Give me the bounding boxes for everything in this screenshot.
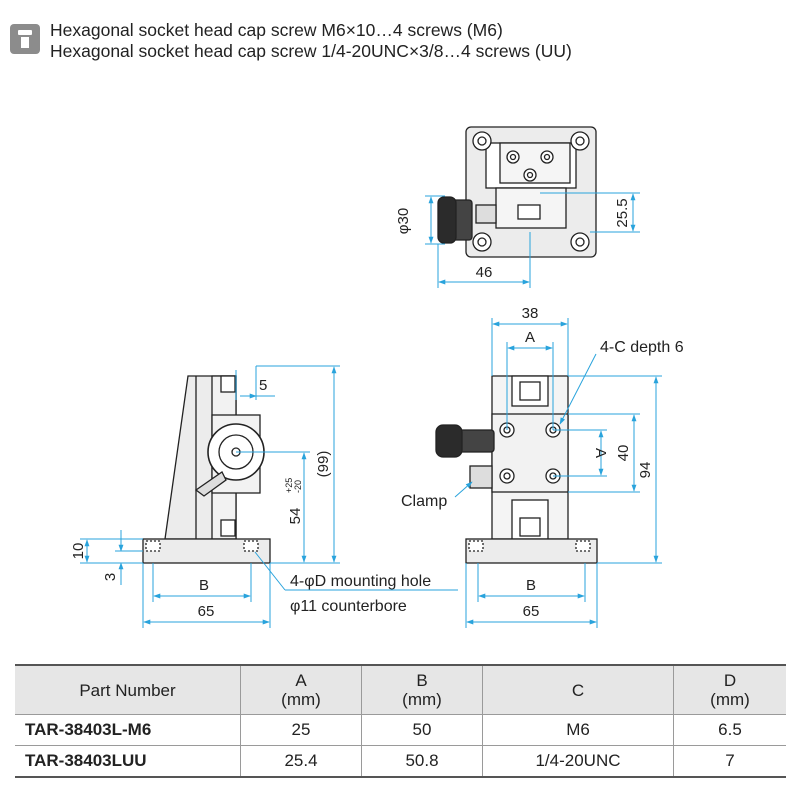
top-view-dimensions	[425, 192, 640, 288]
dim-side-65: 65	[198, 603, 215, 620]
dim-front-A: A	[525, 329, 535, 346]
d-cell: 6.5	[673, 714, 786, 746]
c-cell: 1/4-20UNC	[482, 745, 674, 778]
dim-25-5: 25.5	[614, 198, 631, 227]
clamp-label: Clamp	[401, 493, 447, 510]
front-base	[465, 538, 598, 564]
dim-54: 54	[287, 508, 304, 525]
col-c: C	[482, 664, 674, 715]
dim-99: (99)	[315, 451, 332, 478]
col-part-number: Part Number	[15, 664, 241, 715]
counterbore-label: φ11 counterbore	[290, 598, 407, 615]
part-number-cell: TAR-38403LUU	[15, 745, 241, 778]
tol-minus: -20	[293, 480, 303, 493]
dim-94: 94	[637, 462, 654, 479]
part-number-cell: TAR-38403L-M6	[15, 714, 241, 746]
a-cell: 25.4	[240, 745, 362, 778]
table-row: TAR-38403LUU 25.4 50.8 1/4-20UNC 7	[15, 745, 786, 778]
top-knob-grip	[437, 196, 457, 244]
b-cell: 50	[361, 714, 483, 746]
c-depth-label: 4-C depth 6	[600, 339, 684, 356]
mounting-hole-label: 4-φD mounting hole	[290, 573, 431, 590]
dim-10: 10	[70, 543, 87, 560]
screw-spec-text: Hexagonal socket head cap screw M6×10…4 …	[50, 20, 572, 62]
front-knob	[457, 429, 495, 453]
front-knob-grip	[435, 424, 463, 458]
top-clamp-block	[517, 204, 541, 220]
top-view	[437, 126, 597, 258]
screw-info-icon	[10, 24, 40, 54]
screw-spec-m6: Hexagonal socket head cap screw M6×10…4 …	[50, 20, 503, 40]
dim-3: 3	[102, 573, 119, 581]
technical-drawing: φ30 25.5 46	[70, 126, 684, 628]
screw-spec-uu: Hexagonal socket head cap screw 1/4-20UN…	[50, 41, 572, 61]
front-view	[435, 375, 598, 564]
col-a: A (mm)	[240, 664, 362, 715]
dim-side-B: B	[199, 577, 209, 594]
a-cell: 25	[240, 714, 362, 746]
col-b: B (mm)	[361, 664, 483, 715]
table-row: TAR-38403L-M6 25 50 M6 6.5	[15, 714, 786, 746]
d-cell: 7	[673, 745, 786, 778]
dim-40: 40	[615, 445, 632, 462]
side-view	[142, 375, 271, 564]
front-clamp	[469, 465, 493, 489]
dim-front-B: B	[526, 577, 536, 594]
col-d: D (mm)	[673, 664, 786, 715]
dim-front-A2: A	[592, 448, 609, 458]
side-clamp-lever	[194, 471, 227, 497]
spec-table: Part Number A (mm) B (mm) C D (mm) TAR-3…	[15, 664, 786, 778]
side-view-dimensions	[80, 365, 458, 628]
dim-38: 38	[522, 305, 539, 322]
c-cell: M6	[482, 714, 674, 746]
front-view-dimensions	[454, 318, 662, 628]
dim-46: 46	[476, 264, 493, 281]
dim-dia30: φ30	[395, 208, 412, 234]
dim-front-65: 65	[523, 603, 540, 620]
tol-plus: +25	[284, 478, 294, 493]
spec-table-header: Part Number A (mm) B (mm) C D (mm)	[15, 664, 786, 715]
b-cell: 50.8	[361, 745, 483, 778]
dim-5: 5	[259, 377, 267, 394]
